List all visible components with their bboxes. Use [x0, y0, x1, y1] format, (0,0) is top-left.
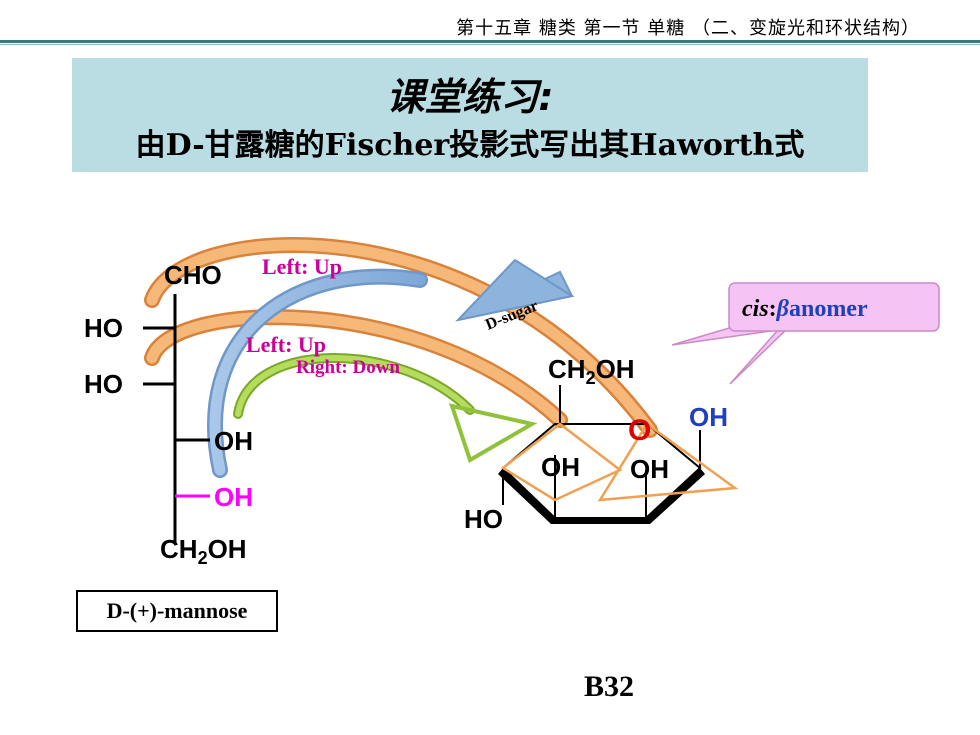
exercise-heading: 课堂练习:	[386, 75, 554, 119]
c2-oh: OH	[541, 452, 580, 482]
exercise-prompt: 由D-甘露糖的Fischer投影式写出其Haworth式	[135, 128, 805, 163]
compound-name: D-(+)-mannose	[106, 598, 248, 623]
header-divider	[0, 40, 980, 43]
fischer-c3-ho: HO	[84, 369, 123, 399]
fischer-c6-ch2oh: CH2OH	[160, 534, 247, 568]
page-header: 第十五章 糖类 第一节 单糖 （二、变旋光和环状结构）	[0, 0, 980, 45]
right-down-label: Right: Down	[296, 357, 400, 378]
callout-text: cis:βanomer	[742, 296, 868, 322]
haworth-ring	[498, 385, 739, 524]
fischer-c1-cho: CHO	[164, 260, 222, 290]
left-up-label-2: Left: Up	[246, 332, 326, 357]
chapter-header: 第十五章 糖类 第一节 单糖 （二、变旋光和环状结构）	[456, 18, 920, 39]
slide-id: B32	[584, 670, 635, 703]
green-arrow-head	[448, 403, 538, 463]
ring-oxygen: O	[628, 414, 651, 447]
fischer-c5-oh: OH	[214, 482, 253, 512]
callout-box	[728, 282, 940, 332]
fischer-c4-oh: OH	[214, 426, 253, 456]
left-up-label-1: Left: Up	[262, 254, 342, 279]
anomeric-oh: OH	[689, 402, 728, 432]
compound-name-box: D-(+)-mannose	[76, 590, 278, 632]
header-divider-thin	[0, 44, 980, 45]
title-panel: 课堂练习: 由D-甘露糖的Fischer投影式写出其Haworth式	[72, 58, 868, 172]
c4-ho: HO	[464, 504, 503, 534]
fischer-c2-ho: HO	[84, 313, 123, 343]
c3-oh: OH	[630, 454, 669, 484]
